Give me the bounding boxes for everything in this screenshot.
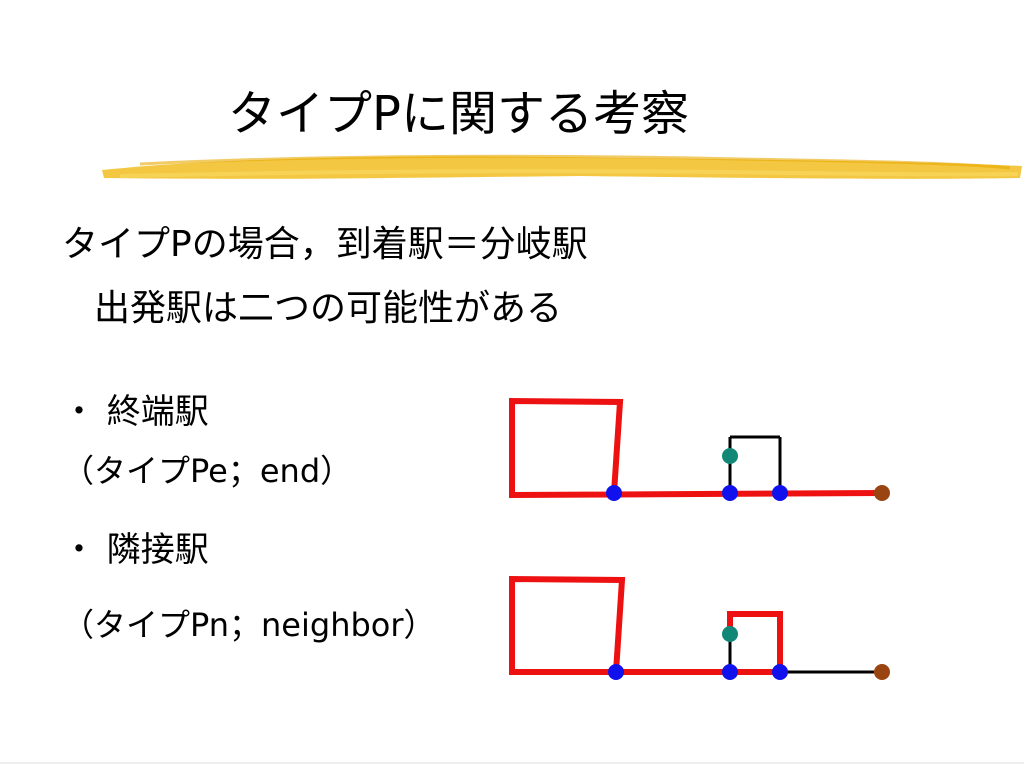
label-type-pe: （タイプPe；end） [62, 452, 353, 490]
title-underline-brush [102, 154, 1022, 179]
start-station-dot [722, 448, 738, 464]
bullet-adjacent-station: ・ 隣接駅 [62, 530, 209, 570]
main-line-2: 出発駅は二つの可能性がある [94, 288, 563, 329]
terminal-station-dot [874, 485, 890, 501]
route-path [509, 575, 780, 675]
station-dot [772, 485, 788, 501]
slide-title: タイプPに関する考察 [228, 86, 689, 142]
station-dot [722, 485, 738, 501]
main-line-1: タイプPの場合，到着駅＝分岐駅 [62, 224, 588, 265]
station-dot [772, 664, 788, 680]
footer-divider [0, 762, 1024, 764]
start-station-dot [722, 626, 738, 642]
label-type-pn: （タイプPn；neighbor） [62, 606, 436, 644]
terminal-station-dot [874, 664, 890, 680]
diagram-type-pn [509, 575, 890, 680]
route-path [509, 397, 883, 499]
station-dot [722, 664, 738, 680]
bullet-terminal-station: ・ 終端駅 [62, 392, 209, 432]
diagram-type-pe [509, 397, 890, 501]
station-dot [608, 664, 624, 680]
route-path-branch [727, 611, 783, 672]
station-dot [606, 485, 622, 501]
